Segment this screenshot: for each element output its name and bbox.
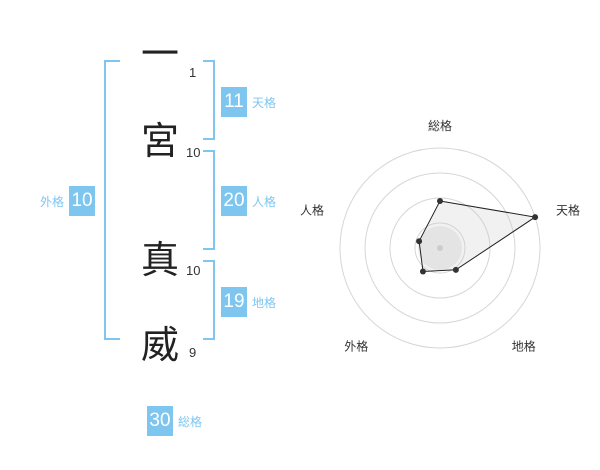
radar-axis-label-1: 総格: [428, 118, 452, 133]
tenkaku-value: 11: [221, 87, 247, 117]
stroke-count-2: 10: [186, 145, 201, 160]
radar-point-2: [532, 214, 539, 221]
radar-point-5: [416, 238, 423, 245]
chikaku-bracket: [203, 260, 215, 340]
gaikaku-label: 外格: [40, 194, 65, 209]
tenkaku-badge: 11 天格: [221, 87, 276, 117]
name-char-4: 威: [141, 323, 180, 367]
jinkaku-badge: 20 人格: [221, 186, 276, 216]
jinkaku-label: 人格: [252, 194, 277, 209]
soukaku-badge: 30 総格: [147, 406, 202, 436]
radar-center-dot: [437, 245, 443, 251]
tenkaku-bracket: [203, 60, 215, 140]
tenkaku-label: 天格: [252, 95, 277, 110]
stroke-count-1: 1: [189, 65, 197, 80]
radar-axis-label-5: 人格: [300, 202, 324, 217]
chikaku-label: 地格: [252, 295, 277, 310]
radar-series-polygon: [418, 200, 537, 273]
soukaku-label: 総格: [178, 414, 203, 429]
radar-point-1: [437, 198, 443, 204]
name-char-3: 真: [141, 238, 180, 282]
radar-axis-label-4: 外格: [344, 339, 368, 354]
jinkaku-bracket: [203, 150, 215, 250]
soukaku-value: 30: [147, 406, 173, 436]
name-char-2: 宮: [141, 119, 180, 163]
radar-ring-4: [339, 147, 541, 349]
gaikaku-bracket: [104, 60, 120, 340]
radar-axis-label-3: 地格: [512, 339, 536, 354]
chikaku-badge: 19 地格: [221, 287, 276, 317]
name-char-1: 一: [141, 32, 180, 76]
chikaku-value: 19: [221, 287, 247, 317]
radar-point-3: [452, 266, 459, 273]
stroke-count-4: 9: [189, 345, 197, 360]
radar-ring-1: [414, 222, 466, 274]
gaikaku-value: 10: [69, 186, 96, 216]
radar-point-4: [419, 268, 426, 275]
radar-axis-label-2: 天格: [556, 202, 580, 217]
gaikaku-badge: 外格 10: [40, 186, 96, 216]
radar-ring-3: [364, 172, 516, 324]
jinkaku-value: 20: [221, 186, 247, 216]
stroke-count-3: 10: [186, 263, 201, 278]
